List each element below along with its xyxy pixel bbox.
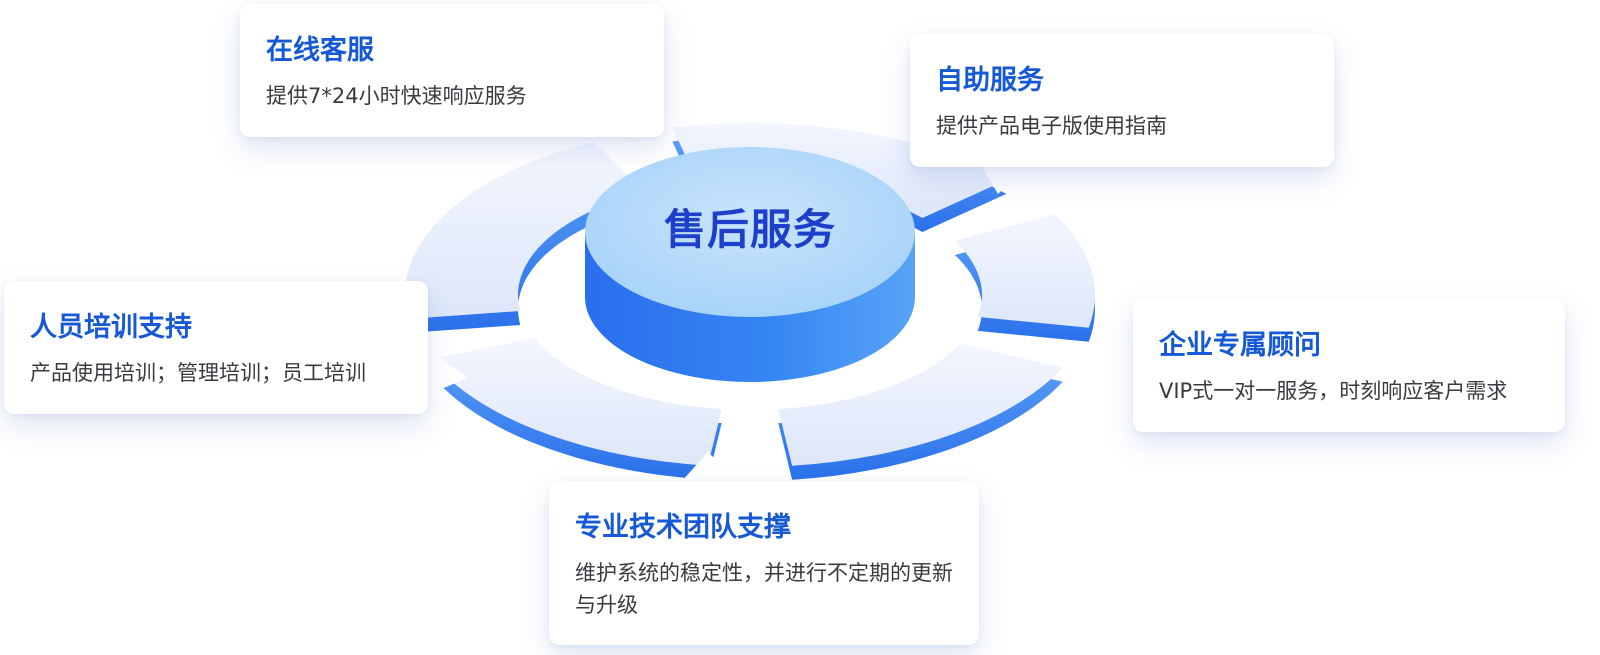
card-title-training: 人员培训支持 xyxy=(30,312,192,343)
card-desc-tech-team: 维护系统的稳定性，并进行不定期的更新与升级 xyxy=(575,561,953,617)
tail-advisor-card xyxy=(1092,332,1140,382)
card-title-advisor: 企业专属顾问 xyxy=(1159,330,1321,361)
center-cylinder xyxy=(585,147,915,382)
card-desc-self-service: 提供产品电子版使用指南 xyxy=(936,114,1167,138)
card-title-self-service: 自助服务 xyxy=(936,65,1044,96)
tail-training-card xyxy=(424,346,468,396)
card-online-service: 在线客服 提供7*24小时快速响应服务 xyxy=(240,4,664,137)
ring-segment-lower-left xyxy=(430,338,722,466)
card-desc-online: 提供7*24小时快速响应服务 xyxy=(266,84,527,108)
card-title-online: 在线客服 xyxy=(266,35,374,66)
card-training-support: 人员培训支持 产品使用培训；管理培训；员工培训 xyxy=(4,281,428,414)
ring-segment-upper-left xyxy=(404,141,645,319)
ring-segment-right xyxy=(954,214,1096,328)
card-self-service: 自助服务 提供产品电子版使用指南 xyxy=(910,34,1334,167)
ring-segment-lower-right xyxy=(778,343,1063,466)
card-tech-team-support: 专业技术团队支撑 维护系统的稳定性，并进行不定期的更新与升级 xyxy=(549,481,979,645)
center-title: 售后服务 xyxy=(663,205,836,254)
cylinder-top xyxy=(585,147,915,317)
card-enterprise-advisor: 企业专属顾问 VIP式一对一服务，时刻响应客户需求 xyxy=(1133,299,1565,432)
card-desc-advisor: VIP式一对一服务，时刻响应客户需求 xyxy=(1159,379,1508,403)
card-title-tech-team: 专业技术团队支撑 xyxy=(575,512,791,543)
card-desc-training: 产品使用培训；管理培训；员工培训 xyxy=(30,361,366,385)
